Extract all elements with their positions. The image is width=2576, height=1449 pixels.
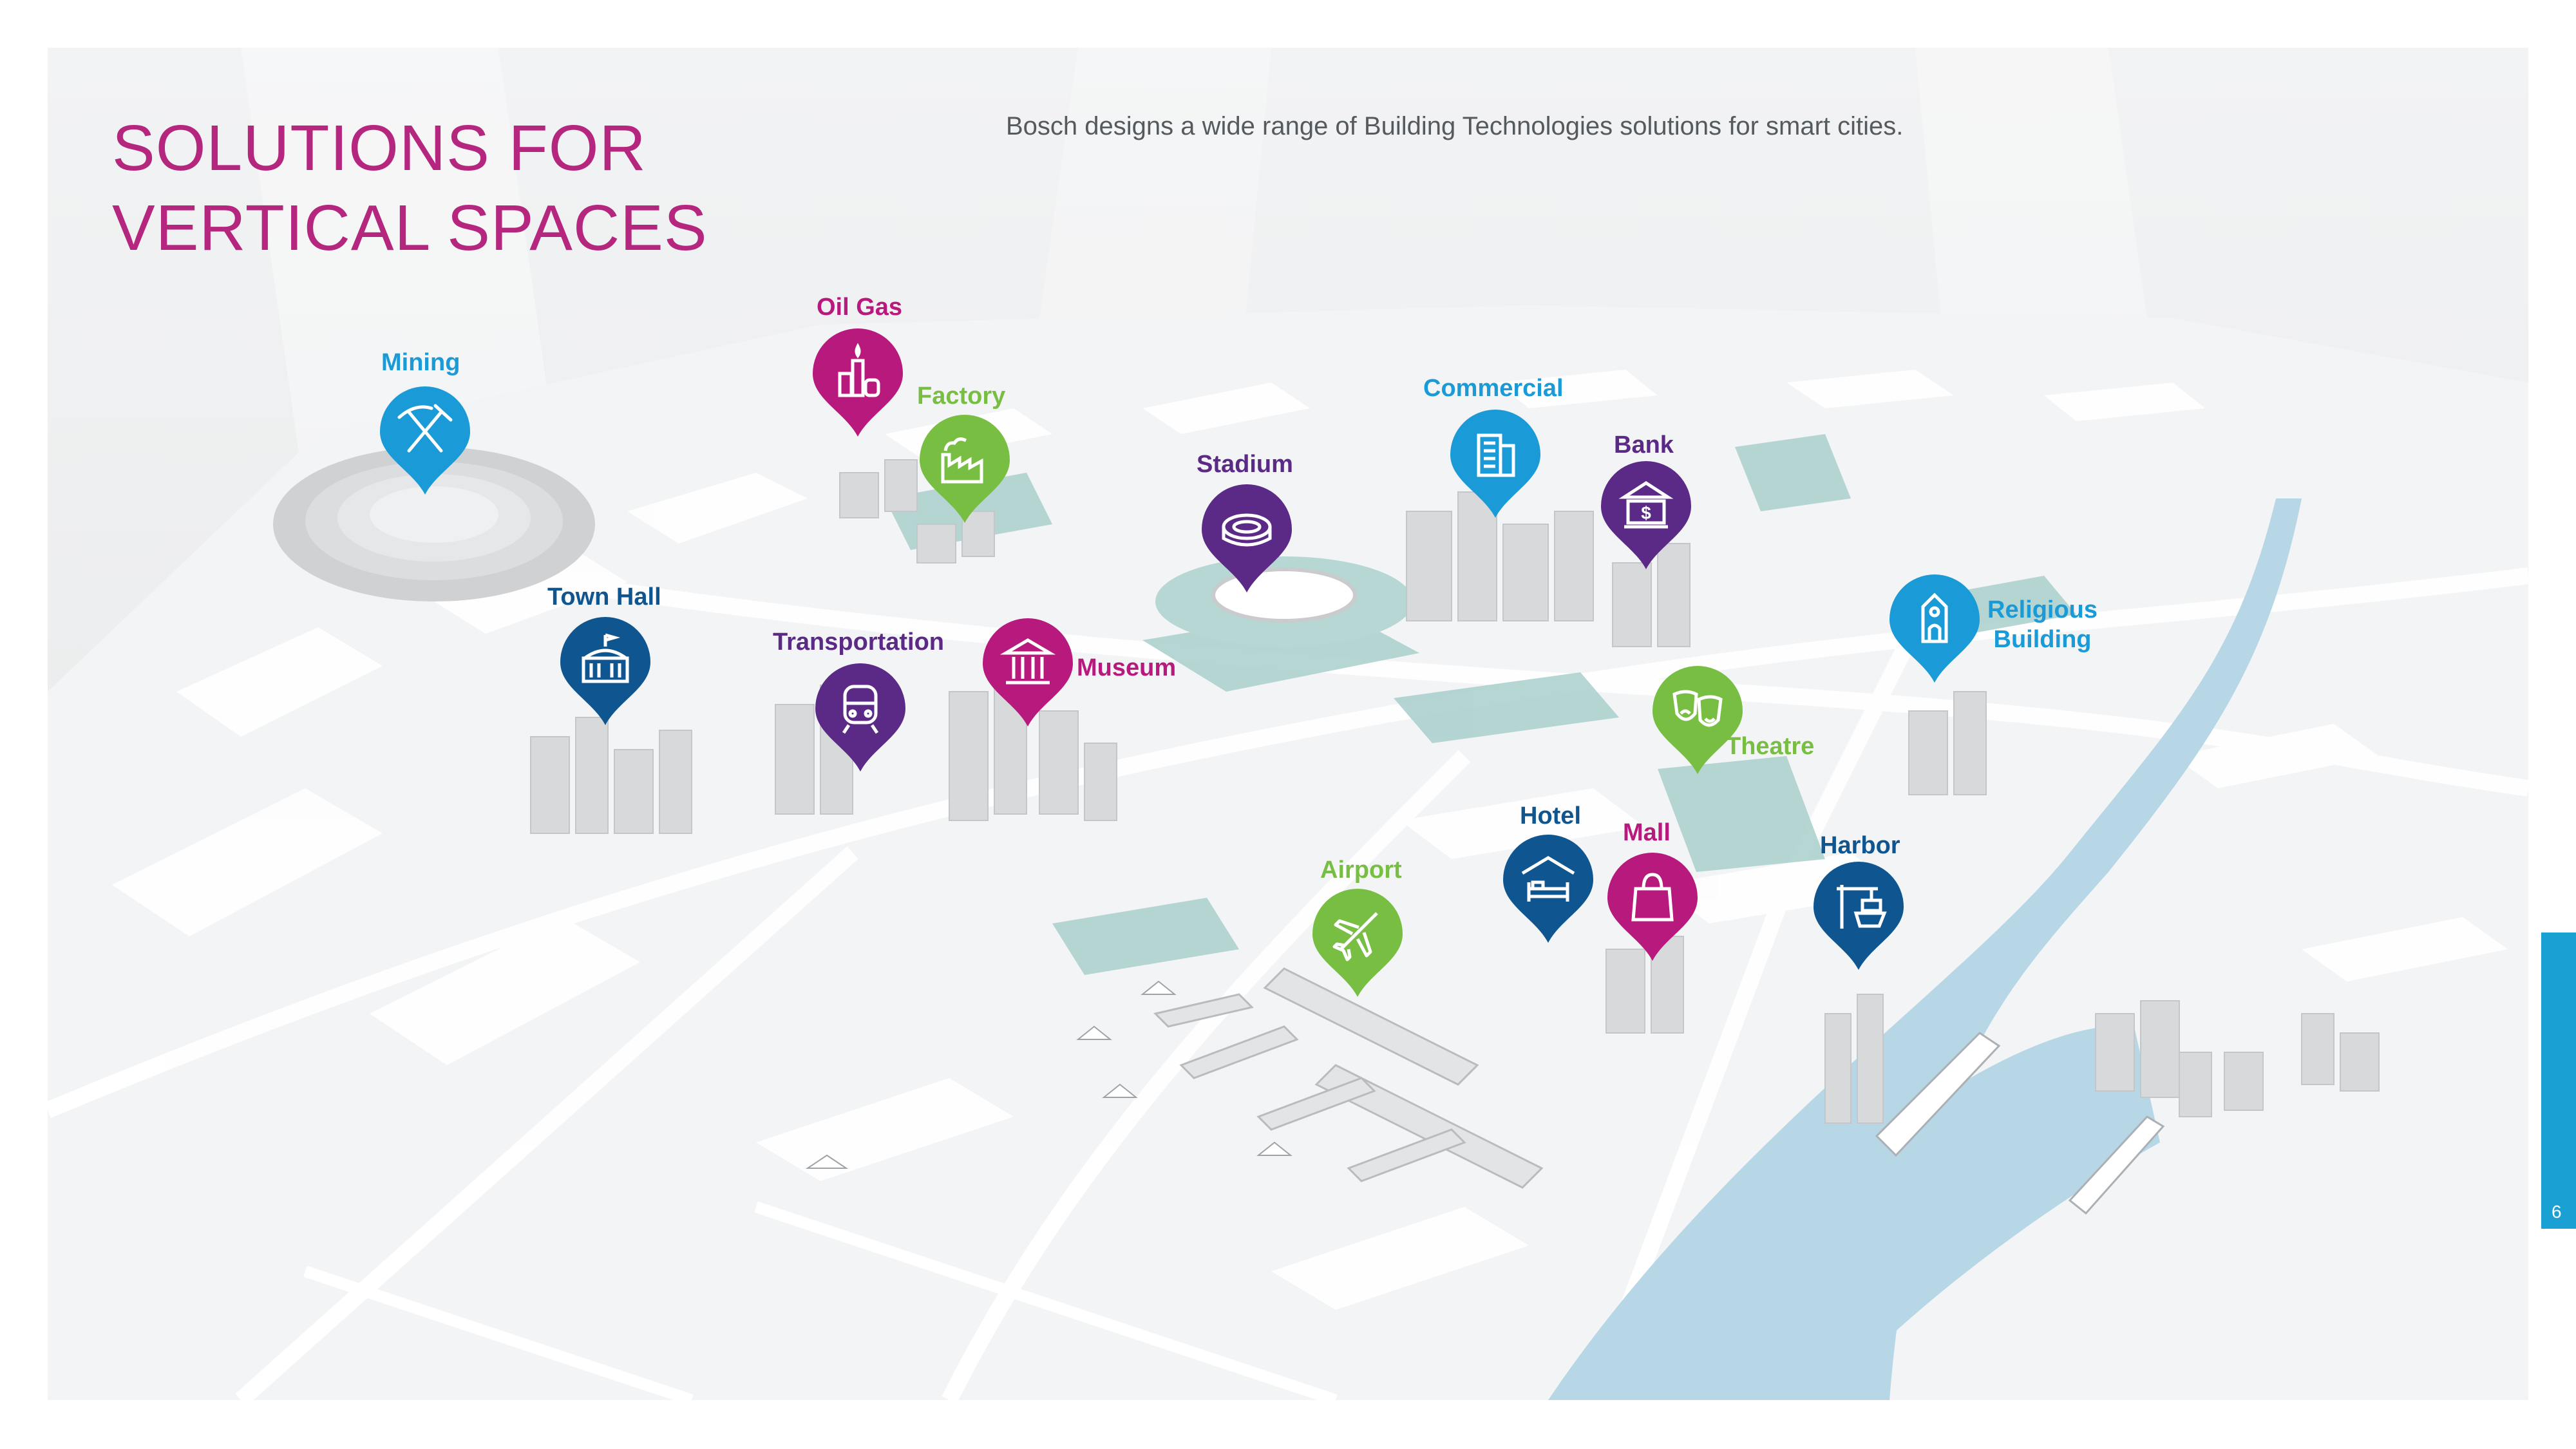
pin-label-mining: Mining (381, 349, 460, 376)
pin-label-town-hall: Town Hall (547, 583, 661, 611)
church-icon (1921, 592, 1948, 643)
pin-label-religious-line-2: Building (1993, 626, 2092, 653)
theatre-masks-icon (1672, 690, 1723, 727)
pin-label-airport: Airport (1320, 857, 1402, 884)
pin-museum[interactable] (983, 618, 1073, 728)
pin-oil-gas[interactable] (813, 328, 903, 438)
pin-factory[interactable] (920, 415, 1010, 524)
pin-airport[interactable] (1312, 889, 1403, 998)
pin-label-museum: Museum (1077, 654, 1177, 681)
page-number: 6 (2552, 1202, 2562, 1222)
mining-pit (273, 447, 595, 601)
stadium-icon (1222, 513, 1272, 547)
title-line-1: SOLUTIONS FOR (112, 112, 647, 184)
slide-title: SOLUTIONS FOR VERTICAL SPACES (112, 108, 708, 268)
harbor-crane-icon (1837, 885, 1887, 929)
town-hall-icon (582, 633, 629, 683)
pin-stadium[interactable] (1202, 484, 1292, 594)
city-map (48, 48, 2528, 1400)
pin-mall[interactable] (1607, 853, 1698, 962)
pin-commercial[interactable] (1450, 410, 1540, 519)
pin-theatre[interactable] (1653, 666, 1743, 775)
pin-mining[interactable] (380, 386, 470, 496)
pin-label-bank: Bank (1614, 431, 1674, 459)
pin-label-oil-gas: Oil Gas (817, 294, 903, 321)
shopping-bag-icon (1631, 873, 1674, 922)
pin-harbor[interactable] (1814, 862, 1904, 971)
bank-icon: $ (1618, 481, 1674, 529)
pin-label-commercial: Commercial (1423, 375, 1564, 402)
pin-label-religious-line-1: Religious (1987, 596, 2098, 623)
section-tab (2541, 933, 2576, 1229)
airplane-icon (1332, 912, 1378, 961)
pin-label-mall: Mall (1623, 819, 1671, 846)
pin-label-religious-building: Religious Building (1987, 595, 2098, 654)
pin-label-harbor: Harbor (1820, 832, 1900, 859)
pin-religious-building[interactable] (1889, 574, 1980, 684)
pin-label-theatre: Theatre (1726, 733, 1815, 760)
svg-text:$: $ (1641, 503, 1651, 523)
pin-label-hotel: Hotel (1520, 802, 1581, 829)
pin-bank[interactable]: $ (1601, 461, 1691, 571)
oil-gas-icon (838, 343, 880, 397)
train-icon (842, 685, 879, 734)
pickaxe-hammer-icon (397, 404, 453, 453)
museum-icon (999, 638, 1056, 685)
office-building-icon (1477, 433, 1515, 477)
pin-label-transportation: Transportation (773, 629, 945, 656)
pin-transportation[interactable] (815, 663, 905, 773)
pin-hotel[interactable] (1503, 835, 1593, 944)
slide-subtitle: Bosch designs a wide range of Building T… (1006, 112, 1904, 140)
city-map-illustration (48, 48, 2528, 1400)
pin-town-hall[interactable] (560, 617, 650, 726)
factory-icon (941, 437, 983, 484)
title-line-2: VERTICAL SPACES (112, 192, 708, 264)
hotel-bed-icon (1521, 856, 1575, 902)
pin-label-factory: Factory (917, 383, 1006, 410)
pin-label-stadium: Stadium (1197, 451, 1293, 478)
